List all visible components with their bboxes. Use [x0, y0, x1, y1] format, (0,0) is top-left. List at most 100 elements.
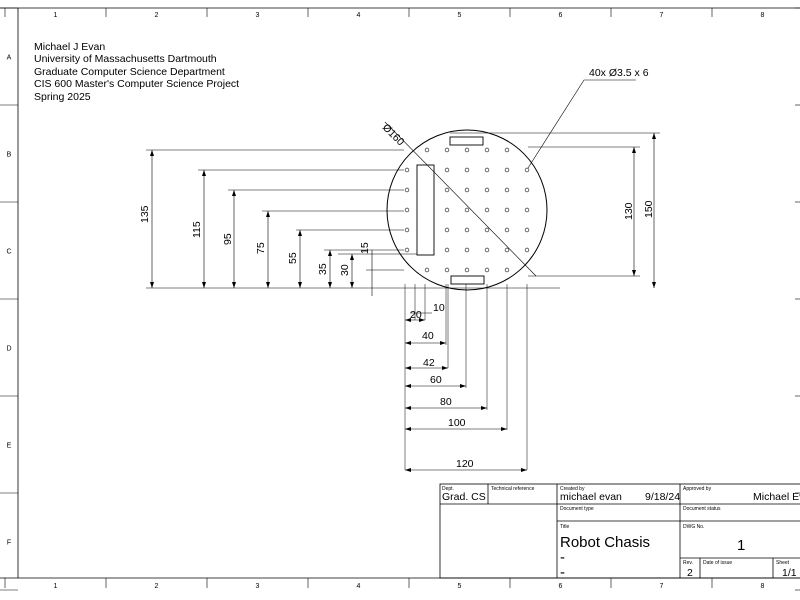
- dept-value: Grad. CS: [442, 491, 486, 503]
- zone-row-C: C: [6, 249, 11, 256]
- dim-150: 150: [643, 200, 655, 218]
- dim-10: 10: [433, 302, 445, 314]
- dim-130: 130: [623, 202, 635, 220]
- arrowhead: [350, 282, 354, 288]
- dwg-no-value: 1: [737, 537, 745, 554]
- arrowhead: [202, 170, 206, 176]
- mounting-hole: [424, 267, 430, 273]
- dimension-texts: Ø160 40x Ø3.5 x 6 135 115 95 75 55 35 30…: [139, 67, 655, 470]
- mounting-hole: [524, 187, 530, 193]
- extension-lines: [146, 132, 660, 470]
- hole-callout-leader: [527, 79, 636, 169]
- arrowhead: [405, 318, 411, 322]
- arrowhead: [150, 282, 154, 288]
- sheet-label: Sheet: [776, 560, 790, 566]
- mounting-hole: [444, 207, 450, 213]
- header-course: CIS 600 Master's Computer Science Projec…: [34, 78, 240, 91]
- title-label: Title: [560, 524, 569, 530]
- dim-35: 35: [317, 263, 329, 275]
- mounting-hole: [444, 147, 450, 153]
- dimension-arrowheads: [150, 133, 656, 472]
- mounting-hole: [524, 247, 530, 253]
- arrowhead: [652, 282, 656, 288]
- diameter-label: Ø160: [380, 122, 407, 149]
- zone-row-A: A: [7, 55, 12, 62]
- zone-col-7: 7: [660, 12, 664, 19]
- mounting-hole: [504, 167, 510, 173]
- title-sub-2: -: [560, 564, 565, 581]
- arrowhead: [632, 270, 636, 276]
- arrowhead: [232, 190, 236, 196]
- mounting-hole: [464, 227, 470, 233]
- arrowhead: [521, 468, 527, 472]
- mounting-hole: [444, 187, 450, 193]
- dim-20: 20: [410, 309, 422, 321]
- dim-95: 95: [222, 233, 234, 245]
- mounting-hole: [484, 267, 490, 273]
- arrowhead: [501, 427, 507, 431]
- arrowhead: [405, 384, 411, 388]
- arrowhead: [405, 406, 411, 410]
- mounting-hole: [404, 247, 410, 253]
- top-slot: [449, 136, 484, 146]
- mounting-hole: [504, 227, 510, 233]
- arrowhead: [405, 427, 411, 431]
- arrowhead: [202, 282, 206, 288]
- created-date: 9/18/24: [645, 491, 680, 503]
- left-slot: [416, 164, 435, 256]
- hole-callout-label: 40x Ø3.5 x 6: [589, 67, 649, 79]
- dim-40: 40: [422, 330, 434, 342]
- mounting-holes: [404, 147, 530, 273]
- approved-by-value: Michael Evan: [753, 491, 800, 503]
- zone-col-7: 7: [660, 583, 664, 590]
- created-by-value: michael evan: [560, 491, 622, 503]
- arrowhead: [266, 282, 270, 288]
- arrowhead: [328, 282, 332, 288]
- diameter-leader-line: [384, 121, 537, 277]
- dim-100: 100: [448, 417, 466, 429]
- date-of-issue-label: Date of issue: [703, 560, 732, 566]
- mounting-hole: [524, 207, 530, 213]
- arrowhead: [481, 406, 487, 410]
- mounting-hole: [484, 247, 490, 253]
- zone-col-4: 4: [357, 583, 361, 590]
- zone-row-F: F: [7, 540, 11, 547]
- mounting-hole: [464, 167, 470, 173]
- project-header: Michael J Evan University of Massachuset…: [34, 41, 239, 103]
- mounting-hole: [464, 207, 470, 213]
- arrowhead: [150, 150, 154, 156]
- zone-row-E: E: [7, 443, 12, 450]
- mounting-hole: [404, 207, 410, 213]
- mounting-hole: [464, 247, 470, 253]
- dim-135: 135: [139, 205, 151, 223]
- header-term: Spring 2025: [34, 90, 91, 103]
- mounting-hole: [464, 147, 470, 153]
- arrowhead: [440, 341, 446, 345]
- zone-col-2: 2: [155, 583, 159, 590]
- zone-col-6: 6: [559, 583, 563, 590]
- dim-55: 55: [287, 252, 299, 264]
- mounting-hole: [484, 187, 490, 193]
- zone-col-2: 2: [155, 12, 159, 19]
- mounting-hole: [444, 167, 450, 173]
- mounting-hole: [424, 147, 430, 153]
- mounting-hole: [524, 167, 530, 173]
- mounting-hole: [464, 267, 470, 273]
- arrowhead: [328, 250, 332, 256]
- sheet-value: 1/1: [782, 567, 797, 579]
- arrowhead: [232, 282, 236, 288]
- zone-col-3: 3: [256, 583, 260, 590]
- header-university: University of Massachusetts Dartmouth: [34, 53, 217, 66]
- mounting-hole: [444, 267, 450, 273]
- mounting-hole: [524, 227, 530, 233]
- document-type-label: Document type: [560, 506, 594, 512]
- mounting-hole: [444, 247, 450, 253]
- mounting-hole: [444, 227, 450, 233]
- dim-30: 30: [339, 264, 351, 276]
- document-status-label: Document status: [683, 506, 721, 512]
- rev-value: 2: [687, 567, 693, 579]
- mounting-hole: [484, 207, 490, 213]
- arrowhead: [298, 230, 302, 236]
